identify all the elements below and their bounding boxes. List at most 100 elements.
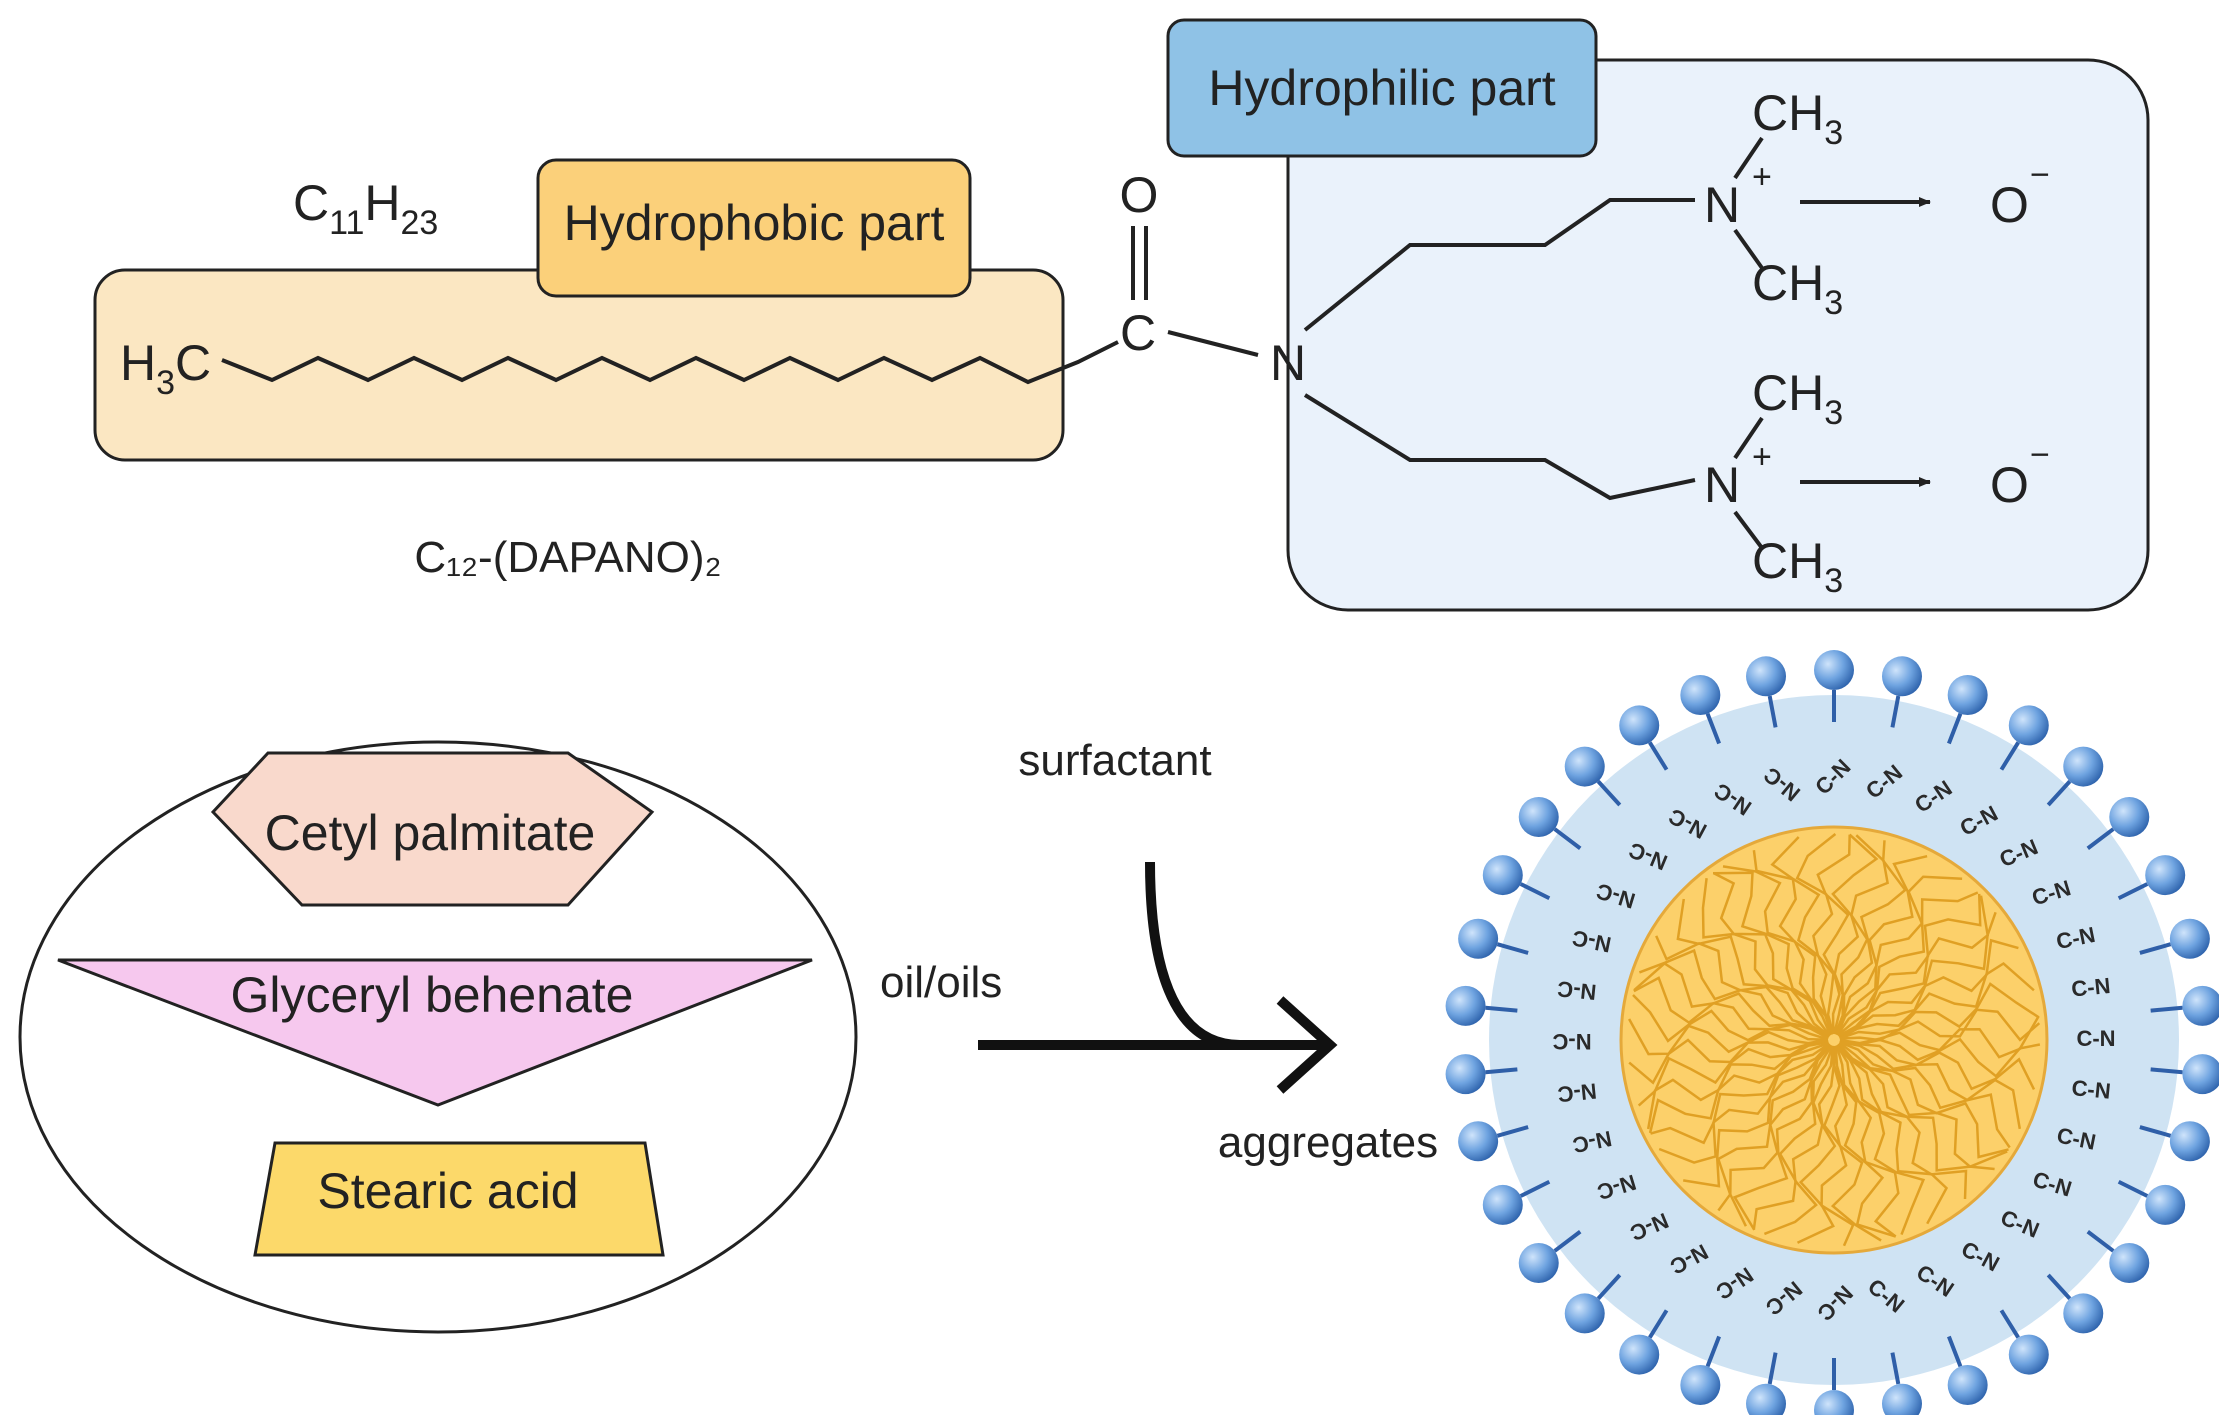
hydrophobic-tail: [1839, 938, 2019, 1040]
hydrophobic-tail: [1839, 1040, 2011, 1149]
main-arrowhead: [1276, 996, 1338, 1094]
bond-label-nc: N-C: [1556, 976, 1597, 1005]
hydrophobic-tail: [1831, 833, 1879, 1035]
carbonyl-oxygen: O: [1120, 167, 1159, 223]
bottom-oxide-charge: −: [2030, 436, 2050, 474]
hydrophobic-tail: [1795, 833, 1837, 1035]
hydrophobic-tail: [1816, 834, 1851, 1035]
head-group: [1746, 656, 1787, 728]
head-group: [1564, 746, 1622, 807]
head-group: [2046, 1273, 2104, 1334]
head-group: [1746, 1352, 1787, 1415]
bottom-n-up-bond: [1733, 416, 1764, 460]
hydrophobic-tail: [1836, 893, 1982, 1037]
hydrophobic-tail: [1648, 1042, 1830, 1134]
micelle-head-groups: [1445, 650, 2219, 1415]
amide-bond: [1167, 330, 1259, 357]
hydrophobic-tail: [1820, 1045, 1855, 1247]
process-flow: oil/oils surfactant aggregates: [880, 736, 1438, 1167]
hydrophobic-tail: [1838, 1041, 2009, 1159]
hydrophobic-tail: [1716, 1043, 1831, 1212]
hydrophobic-tail: [1655, 935, 1830, 1038]
hydrophobic-tail: [1836, 875, 1963, 1036]
oil-label: oil/oils: [880, 958, 1002, 1007]
hydrophobic-tail: [1835, 1044, 1926, 1236]
top-propyl-chain: [1303, 198, 1695, 332]
micelle-tails: [1628, 833, 2041, 1247]
top-quat-n: N: [1704, 177, 1740, 233]
hydrophobic-tail: [1650, 1042, 1830, 1145]
head-group: [1458, 918, 1529, 959]
head-group: [2150, 1054, 2219, 1095]
top-n-down-bond: [1733, 228, 1764, 270]
terminal-methyl: H3C: [120, 335, 211, 402]
bond-label-nc: N-C: [1556, 1078, 1597, 1107]
hydrophobic-tail: [1752, 850, 1834, 1035]
hydrophilic-region: [1286, 58, 2150, 612]
bond-label-cn: C-N: [2076, 1026, 2115, 1051]
hydrophobic-tail: [1839, 1040, 2036, 1091]
hydrophobic-tail: [1836, 1044, 1968, 1200]
head-group: [1564, 1273, 1622, 1334]
bottom-n-charge: +: [1752, 438, 1772, 476]
head-group: [1518, 1230, 1582, 1283]
bond-label-nc: N-C: [1552, 1029, 1591, 1054]
hydrophobic-tag: [536, 158, 972, 298]
head-group: [2086, 797, 2150, 850]
hydrophobic-tail: [1836, 854, 1928, 1036]
head-group: [1482, 855, 1551, 901]
molecule-name: C₁₂-(DAPANO)₂: [414, 533, 721, 582]
hydrophobic-tail: [1658, 1042, 1831, 1164]
glyceryl-behenate-label: Glyceryl behenate: [230, 967, 633, 1023]
head-group: [1445, 985, 1518, 1026]
head-group: [2086, 1230, 2150, 1283]
aggregates-label: aggregates: [1218, 1118, 1438, 1167]
head-group: [1814, 1358, 1854, 1415]
hydrophilic-label: Hydrophilic part: [1208, 60, 1555, 116]
head-group: [1947, 674, 1988, 745]
head-group: [2046, 746, 2104, 807]
head-group: [2117, 1179, 2186, 1225]
hydrophobic-tail: [1839, 961, 2035, 1040]
head-group: [1881, 656, 1922, 728]
head-group: [1680, 674, 1721, 745]
hydrophobic-tail: [1839, 982, 2040, 1040]
head-group: [1680, 1335, 1721, 1406]
bottom-methyl-upper: CH3: [1752, 365, 1843, 432]
head-group: [1458, 1121, 1529, 1162]
top-oxide-charge: −: [2030, 156, 2050, 194]
bottom-methyl-lower: CH3: [1752, 533, 1843, 600]
surfactant-curve-arrow: [1145, 861, 1241, 1050]
hydrophobic-tail: [1683, 1043, 1831, 1188]
hydrophobic-tail: [1633, 976, 1829, 1041]
top-methyl-lower: CH3: [1752, 255, 1843, 322]
hydrophobic-tail: [1752, 1045, 1834, 1230]
head-group: [1518, 797, 1582, 850]
head-group: [1947, 1335, 1988, 1406]
head-group: [1999, 705, 2049, 771]
hydrophobic-tail: [1770, 836, 1835, 1035]
molecule-structure: Hydrophilic part Hydrophobic part C11H23…: [93, 18, 2150, 612]
top-methyl-upper: CH3: [1752, 85, 1843, 152]
hydrophobic-tail: [1712, 871, 1831, 1037]
hydrophobic-tail: [1839, 1037, 2041, 1078]
alkyl-formula: C11H23: [293, 175, 438, 242]
hydrophobic-tail: [1835, 1045, 1900, 1238]
hydrophobic-region: [93, 268, 1065, 462]
hydrophobic-tail: [1628, 1038, 1829, 1085]
top-oxide: O: [1990, 177, 2029, 233]
hydrophobic-tail: [1835, 1044, 1949, 1225]
hydrophobic-tail: [1676, 898, 1831, 1038]
head-group: [2139, 918, 2210, 959]
hydrophilic-tag: [1166, 18, 1598, 158]
hydrophobic-label: Hydrophobic part: [564, 195, 945, 251]
cetyl-palmitate-pentagon: [210, 751, 655, 907]
bottom-n-down-bond: [1733, 510, 1764, 550]
hydrophobic-tail: [1836, 891, 1979, 1036]
hydrophobic-tail: [1839, 1008, 2041, 1042]
head-group: [2117, 855, 2186, 901]
bond-label-cn: C-N: [2070, 1075, 2111, 1104]
head-group: [1482, 1179, 1551, 1225]
hydrophobic-tail: [1796, 1045, 1837, 1244]
